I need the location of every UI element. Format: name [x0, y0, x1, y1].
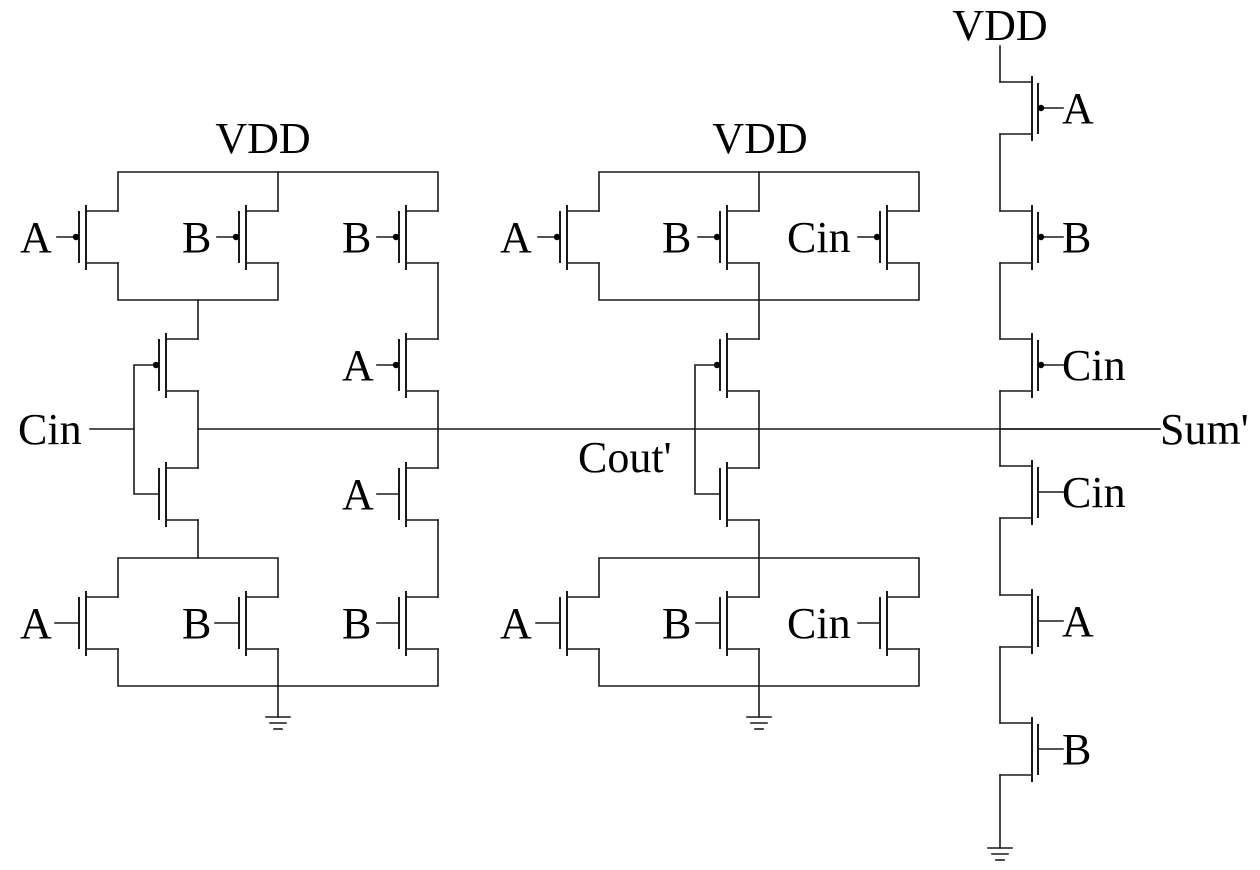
cout-gate-wire	[694, 364, 721, 495]
gate-label-B: B	[662, 213, 691, 262]
gate-label-Cin: Cin	[1062, 468, 1126, 517]
input-label-cin: Cin	[18, 405, 82, 454]
gate-label-B: B	[342, 599, 371, 648]
pmos-bubble-icon	[1037, 361, 1045, 369]
nmos-A-carry	[54, 591, 119, 656]
cout-label: Cout'	[578, 433, 672, 482]
pmos-cout-sum	[713, 333, 760, 398]
gate-label-A: A	[500, 599, 532, 648]
pmos-B-stack	[999, 205, 1064, 270]
cin-gate-wire	[133, 364, 160, 495]
ground-icon	[265, 716, 291, 730]
nmos-A-series	[376, 462, 439, 527]
gate-label-B: B	[662, 599, 691, 648]
pmos-bubble-icon	[232, 233, 240, 241]
gate-label-A: A	[342, 341, 374, 390]
gate-label-B: B	[1062, 213, 1091, 262]
vdd-label-stack: VDD	[952, 1, 1047, 50]
gate-label-B: B	[1062, 725, 1091, 774]
vdd-label-carry: VDD	[215, 114, 310, 163]
pmos-parallel-bottom	[117, 262, 279, 301]
pmos-B-series	[376, 205, 439, 270]
pmos-A-series	[376, 333, 439, 398]
pmos-bubble-icon	[392, 233, 400, 241]
nmos-A-sum	[535, 591, 600, 656]
nmos-B-sum	[695, 591, 760, 656]
gate-label-A: A	[1062, 597, 1094, 646]
nmos-B-stack	[999, 717, 1064, 782]
gate-label-Cin: Cin	[787, 213, 851, 262]
pmos-bubble-icon	[873, 233, 881, 241]
pmos-bubble-icon	[72, 233, 80, 241]
gate-label-Cin: Cin	[787, 599, 851, 648]
nmos-A-stack	[999, 589, 1064, 654]
nmos-Cin-stack	[999, 460, 1064, 525]
vdd-label-sum: VDD	[712, 114, 807, 163]
nmos-Cin-sum	[857, 591, 920, 656]
pmos-Cin-stack	[999, 333, 1064, 398]
gate-label-A: A	[1062, 84, 1094, 133]
gate-label-Cin: Cin	[1062, 341, 1126, 390]
sum-output-label: Sum'	[1160, 405, 1249, 454]
pmos-bubble-icon	[553, 233, 561, 241]
pmos-bubble-icon	[1037, 233, 1045, 241]
pmos-A-sum	[537, 205, 600, 270]
pmos-B-carry	[216, 205, 279, 270]
gate-label-A: A	[500, 213, 532, 262]
nmos-parallel-top	[117, 557, 279, 598]
pmos-A-stack	[999, 76, 1064, 141]
gate-label-B: B	[182, 599, 211, 648]
gate-label-B: B	[182, 213, 211, 262]
gate-label-A: A	[342, 470, 374, 519]
pmos-A-carry	[56, 205, 119, 270]
nmos-B-series	[376, 591, 439, 656]
nmos-cout-sum	[719, 462, 760, 527]
pmos-B-sum	[697, 205, 760, 270]
pmos-bubble-icon	[392, 361, 400, 369]
pmos-Cin-sum	[857, 205, 920, 270]
gate-label-A: A	[20, 599, 52, 648]
nmos-parallel-top	[598, 557, 920, 598]
nmos-Cin-carry	[158, 462, 199, 527]
pmos-bubble-icon	[713, 233, 721, 241]
pmos-bubble-icon	[1037, 104, 1045, 112]
ground-icon	[987, 847, 1013, 861]
pmos-Cin-carry	[152, 333, 199, 398]
gate-label-A: A	[20, 213, 52, 262]
gate-label-B: B	[342, 213, 371, 262]
nmos-B-carry	[214, 591, 279, 656]
ground-icon	[746, 716, 772, 730]
